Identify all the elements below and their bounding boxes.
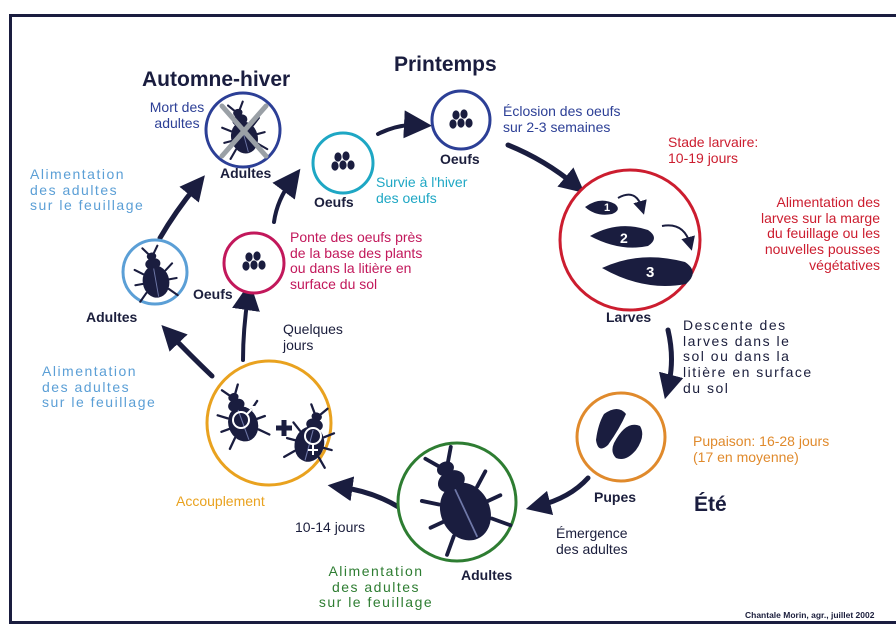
note-mating: Accouplement bbox=[176, 493, 265, 509]
arrow-mating bbox=[327, 476, 403, 511]
season-summer: Été bbox=[694, 493, 727, 516]
arrow-to-adults-left bbox=[161, 324, 215, 379]
stage-circle-pupae bbox=[575, 391, 667, 483]
larva-instar-2 bbox=[590, 226, 654, 248]
credit-line: Chantale Morin, agr., juillet 2002 bbox=[745, 610, 875, 620]
stage-circle-dying-adults bbox=[204, 91, 282, 169]
note-larval-feeding: Alimentation des larves sur la marge du … bbox=[760, 194, 880, 273]
plus-sign bbox=[276, 420, 292, 436]
arrow-hatching bbox=[505, 142, 585, 194]
note-larval-stage: Stade larvaire: 10-19 jours bbox=[668, 134, 759, 166]
arrow-to-oviposition bbox=[232, 282, 260, 362]
arrow-to-wintering-eggs bbox=[272, 168, 301, 224]
season-autumn-winter: Automne-hiver bbox=[142, 68, 291, 91]
larva-instar-1 bbox=[585, 200, 618, 215]
poster-border bbox=[9, 14, 896, 624]
stage-label-eggs-laying: Oeufs bbox=[193, 286, 233, 302]
note-adult-feeding-left: Alimentation des adultes sur le feuillag… bbox=[42, 363, 157, 411]
note-larval-descent: Descente des larves dans le sol ou dans … bbox=[683, 317, 813, 396]
larva-instar-3 bbox=[602, 257, 693, 286]
svg-text:3: 3 bbox=[646, 264, 654, 281]
note-pupation: Pupaison: 16-28 jours (17 en moyenne) bbox=[693, 433, 830, 465]
stage-label-adults-left: Adultes bbox=[86, 309, 138, 325]
stage-circle-adults-left bbox=[121, 238, 189, 306]
stage-label-adults-top: Adultes bbox=[220, 165, 272, 181]
stage-circle-larvae: 1 2 3 bbox=[558, 168, 702, 312]
note-egg-laying: Ponte des oeufs près de la base des plan… bbox=[290, 229, 423, 293]
stage-label-larvae: Larves bbox=[606, 309, 652, 325]
dying-adults-caption: Mort des adultes bbox=[149, 99, 205, 131]
stage-label-eggs-spring: Oeufs bbox=[440, 151, 480, 167]
note-hatching: Éclosion des oeufs sur 2-3 semaines bbox=[503, 103, 621, 135]
stage-label-pupae: Pupes bbox=[594, 489, 637, 505]
arrow-descent bbox=[659, 327, 684, 400]
note-mating-duration: 10-14 jours bbox=[295, 519, 366, 535]
stage-label-adults-bottom: Adultes bbox=[461, 567, 513, 583]
cycle-arrows bbox=[157, 110, 684, 516]
arrow-emergence bbox=[525, 475, 591, 516]
note-adult-feeding-bottom: Alimentation des adultes sur le feuillag… bbox=[318, 563, 434, 611]
note-egg-winter-survival: Survie à l'hiver des oeufs bbox=[376, 174, 468, 206]
stage-circle-eggs-spring bbox=[430, 89, 492, 151]
svg-text:1: 1 bbox=[604, 202, 610, 214]
note-adult-feeding-top-left: Alimentation des adultes sur le feuillag… bbox=[30, 166, 145, 214]
arrow-to-dying-adults bbox=[157, 175, 205, 241]
stage-circle-eggs-laying bbox=[222, 231, 286, 295]
note-few-days: Quelques jours bbox=[283, 321, 343, 353]
arrow-eggs-to-eggs bbox=[376, 110, 432, 139]
stage-circle-adults-bottom bbox=[396, 434, 518, 563]
season-spring: Printemps bbox=[394, 53, 497, 76]
svg-text:2: 2 bbox=[620, 230, 628, 246]
stage-circle-mating bbox=[205, 359, 343, 487]
stage-circle-eggs-winter bbox=[311, 131, 375, 195]
stage-label-eggs-winter: Oeufs bbox=[314, 194, 354, 210]
note-emergence: Émergence des adultes bbox=[556, 525, 628, 557]
